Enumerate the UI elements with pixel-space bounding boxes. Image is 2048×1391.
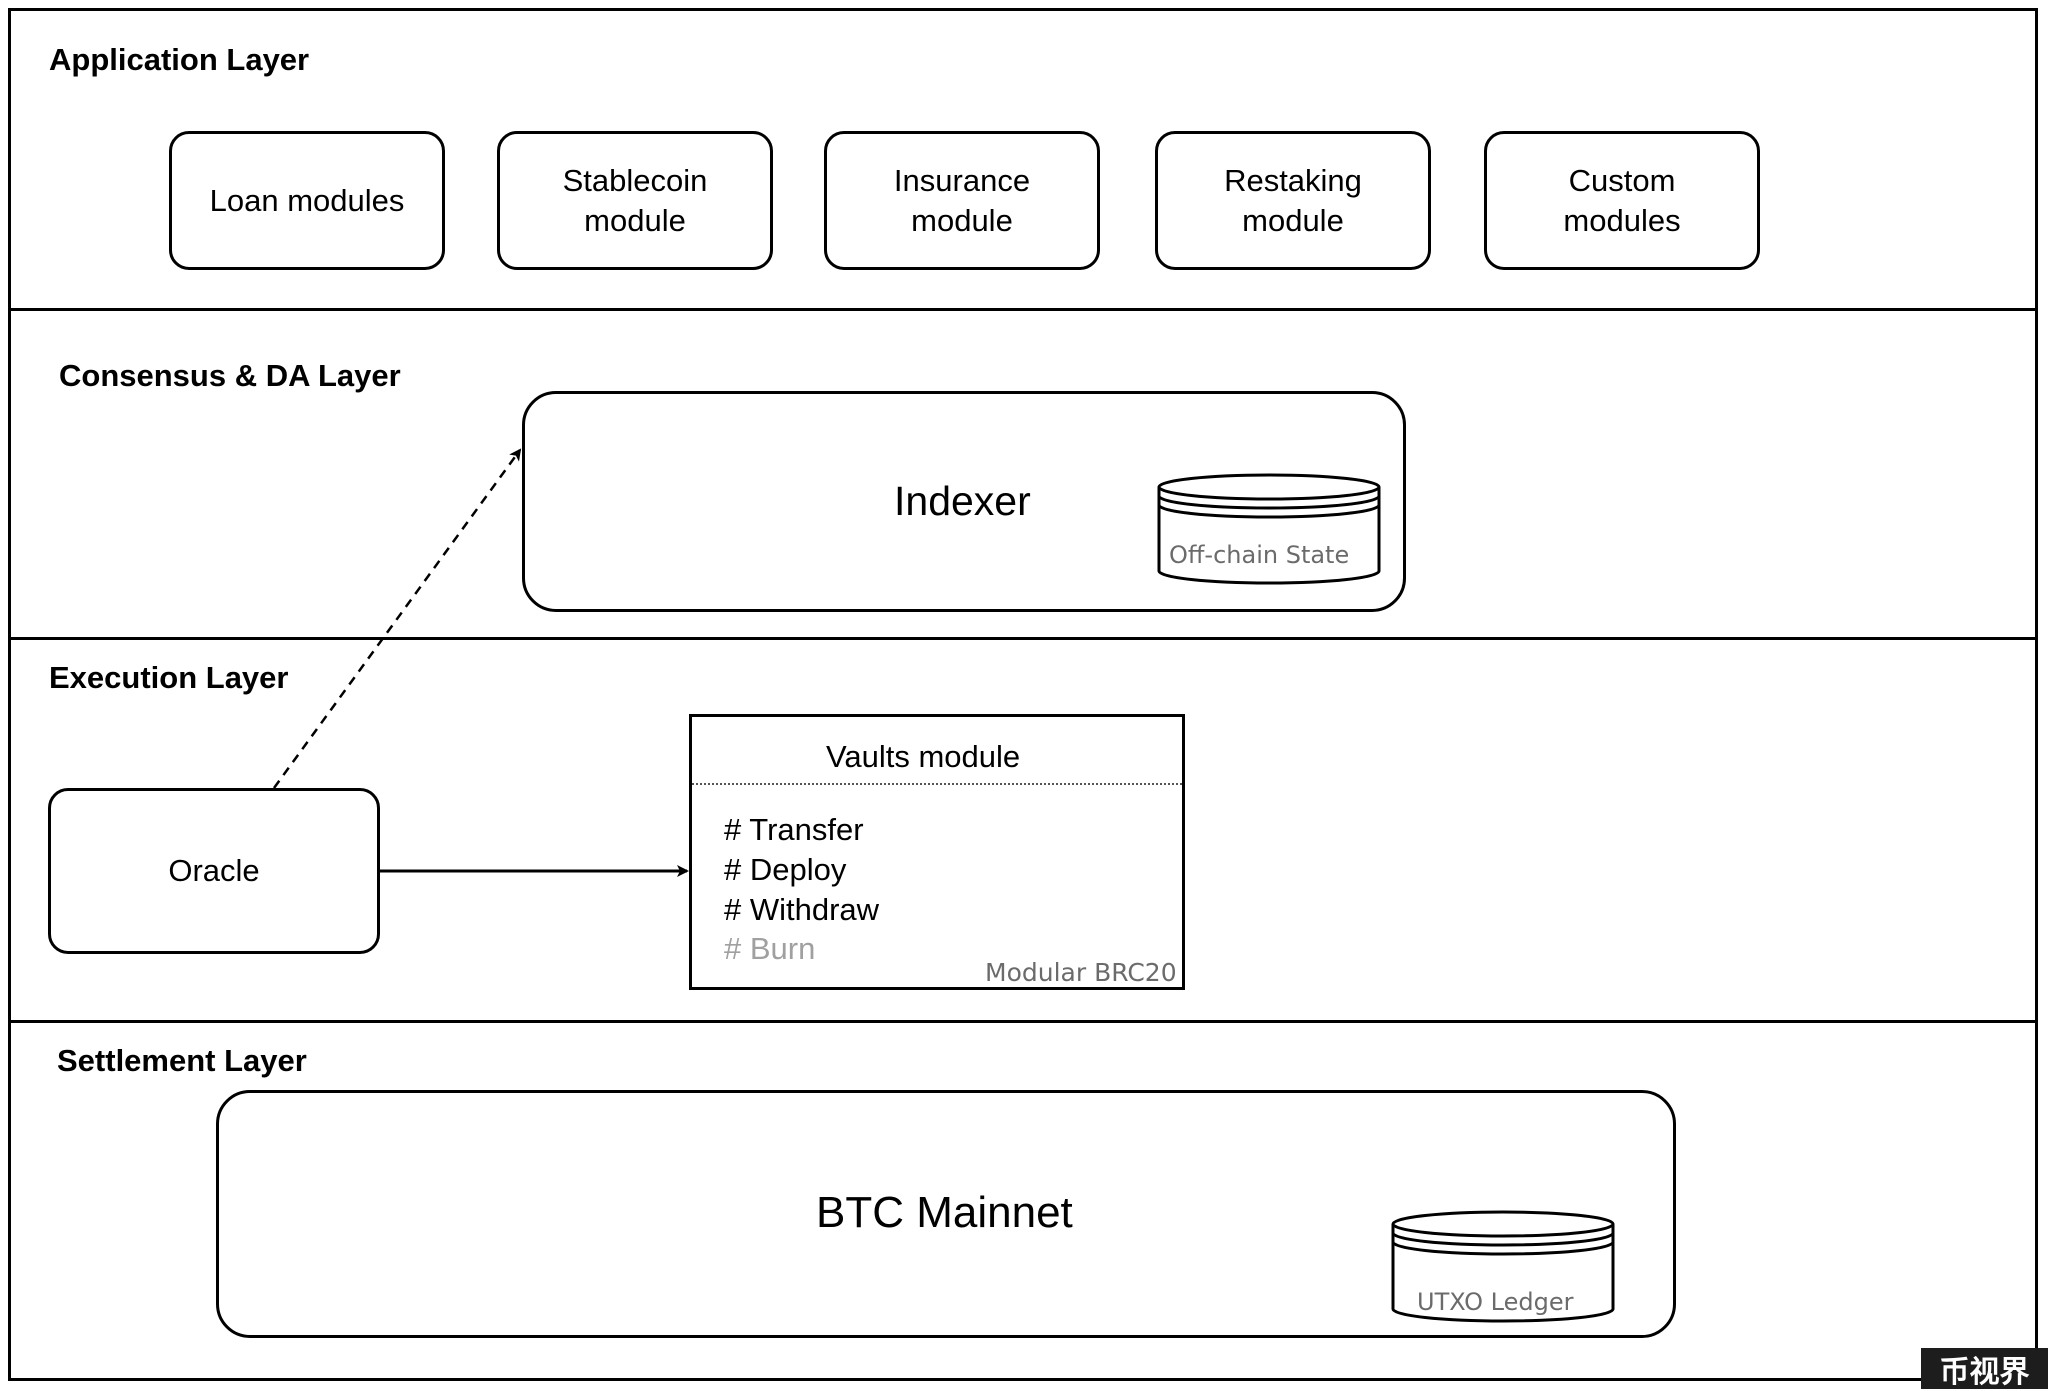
vaults-module-box <box>689 714 1185 990</box>
vaults-module-title: Vaults module <box>826 739 1021 774</box>
custom-modules-box: Custom modules <box>1484 131 1760 270</box>
watermark-logo: 币视界 <box>1921 1348 2048 1390</box>
module-label-line1: Insurance <box>893 162 1031 198</box>
module-label-line1: Stablecoin <box>562 162 708 198</box>
module-label-line1: Restaking <box>1224 162 1362 198</box>
module-label-line1: Custom <box>1568 162 1676 198</box>
oracle-to-indexer-dashed-arrow <box>272 448 522 789</box>
settlement-layer-title: Settlement Layer <box>57 1043 307 1078</box>
operation-deploy: # Deploy <box>724 852 847 887</box>
stablecoin-module-box: Stablecoin module <box>497 131 773 270</box>
oracle-label: Oracle <box>168 853 260 888</box>
utxo-ledger-label: UTXO Ledger <box>1417 1288 1574 1316</box>
btc-mainnet-title: BTC Mainnet <box>816 1188 1073 1237</box>
vaults-module-separator <box>692 783 1182 785</box>
module-label-line2: module <box>911 202 1013 238</box>
insurance-module-box: Insurance module <box>824 131 1100 270</box>
module-label: Loan modules <box>209 182 405 218</box>
operation-withdraw: # Withdraw <box>724 892 880 927</box>
application-layer-title: Application Layer <box>49 42 310 77</box>
restaking-module-box: Restaking module <box>1155 131 1431 270</box>
oracle-box: Oracle <box>48 788 380 954</box>
off-chain-state-label: Off-chain State <box>1169 541 1350 569</box>
module-label-line2: module <box>584 202 686 238</box>
loan-modules-box: Loan modules <box>169 131 445 270</box>
indexer-title: Indexer <box>894 478 1031 524</box>
settlement-layer <box>8 1020 2038 1381</box>
execution-layer-title: Execution Layer <box>49 660 289 695</box>
module-label-line2: module <box>1242 202 1344 238</box>
off-chain-state-database-icon <box>1157 473 1381 585</box>
operation-burn: # Burn <box>724 931 816 966</box>
operation-transfer: # Transfer <box>724 812 864 847</box>
utxo-ledger-database-icon <box>1391 1210 1615 1323</box>
modular-brc20-label: Modular BRC20 <box>985 958 1177 987</box>
consensus-da-layer-title: Consensus & DA Layer <box>59 358 401 393</box>
module-label-line2: modules <box>1563 202 1681 238</box>
